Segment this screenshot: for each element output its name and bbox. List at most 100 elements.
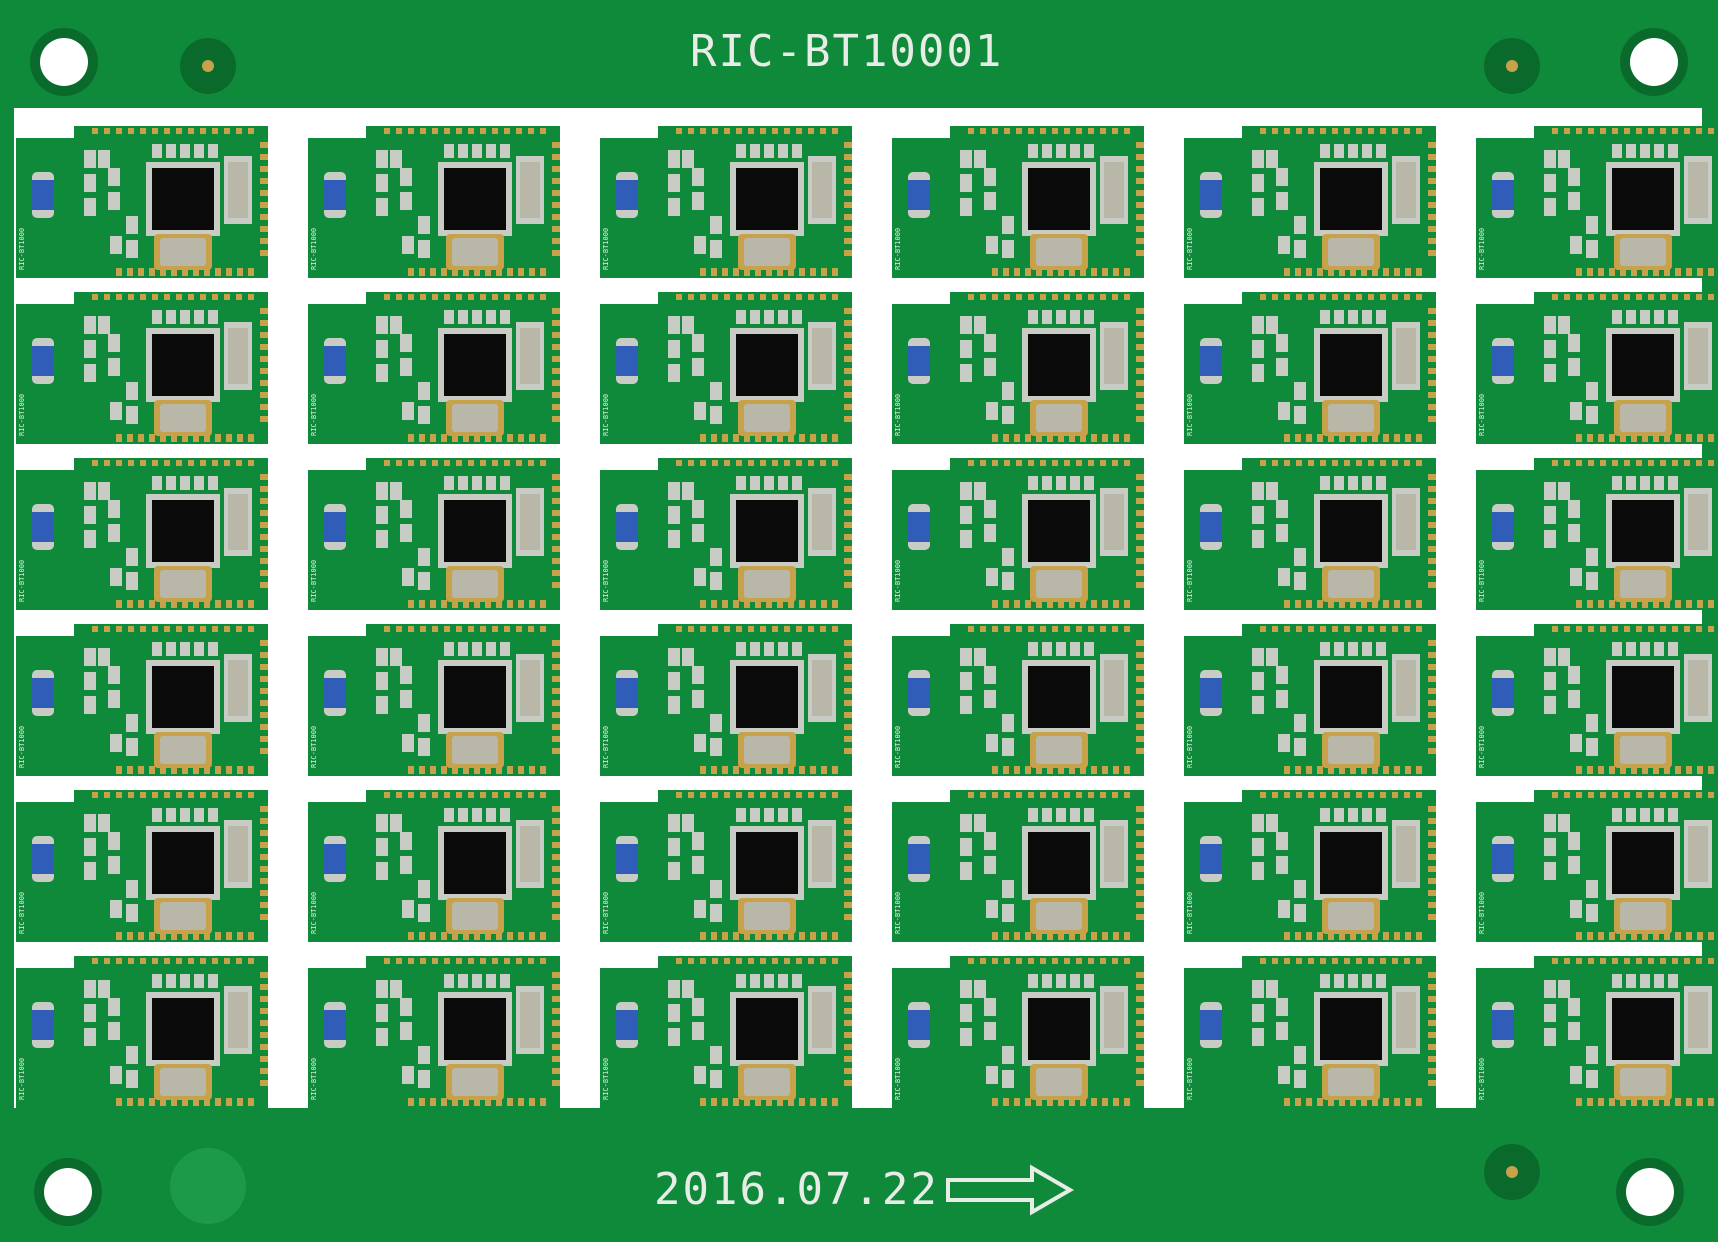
smd-passive (1544, 696, 1556, 714)
castellated-pad (1696, 792, 1702, 798)
castellated-pad (1708, 460, 1714, 466)
smd-passive (668, 672, 680, 690)
diode-body (616, 844, 638, 874)
castellated-pad (821, 932, 827, 940)
castellated-pad (688, 626, 694, 632)
castellated-pad (1058, 1098, 1064, 1106)
castellated-pad (980, 460, 986, 466)
castellated-pad (1653, 932, 1659, 940)
castellated-pad (552, 238, 560, 244)
castellated-pad (152, 294, 158, 300)
module-tab (950, 292, 1144, 308)
smd-passive (1668, 144, 1678, 158)
castellated-pad (796, 460, 802, 466)
main-chip (1320, 500, 1382, 562)
castellated-pad (1620, 434, 1626, 442)
castellated-pad (1428, 178, 1436, 184)
smd-passive (1376, 144, 1386, 158)
castellated-pad (149, 600, 155, 608)
crystal (520, 162, 540, 218)
castellated-pad (1136, 652, 1144, 658)
castellated-pad (700, 958, 706, 964)
castellated-pad (260, 142, 268, 148)
pcb-module: RIC-BT1000 (892, 956, 1144, 1108)
castellated-pad (1405, 932, 1411, 940)
castellated-pad (1672, 958, 1678, 964)
castellated-pad (1284, 626, 1290, 632)
castellated-pad (1428, 308, 1436, 314)
castellated-pad (384, 626, 390, 632)
castellated-pad (1416, 1098, 1422, 1106)
castellated-pad (844, 664, 852, 670)
castellated-pad (1708, 626, 1714, 632)
castellated-pad (1428, 1032, 1436, 1038)
castellated-pad (260, 226, 268, 232)
castellated-pad (810, 600, 816, 608)
castellated-pad (260, 724, 268, 730)
castellated-pad (552, 984, 560, 990)
castellated-pad (540, 294, 546, 300)
smd-passive (692, 192, 704, 210)
castellated-pad (260, 890, 268, 896)
fiducial-icon (1484, 1144, 1540, 1200)
castellated-pad (518, 932, 524, 940)
castellated-pad (1136, 368, 1144, 374)
castellated-pad (748, 128, 754, 134)
castellated-pad (128, 128, 134, 134)
smd-passive (98, 980, 110, 998)
castellated-pad (1708, 766, 1714, 774)
castellated-pad (799, 1098, 805, 1106)
smd-passive (1276, 856, 1288, 874)
smd-passive (1056, 808, 1066, 822)
castellated-pad (552, 380, 560, 386)
castellated-pad (496, 268, 502, 276)
castellated-pad (1113, 268, 1119, 276)
pcb-module: RIC-BT1000 (1184, 956, 1436, 1108)
smd-passive (1294, 382, 1306, 400)
castellated-pad (820, 294, 826, 300)
castellated-pad (540, 434, 546, 442)
smd-passive (1570, 236, 1582, 254)
smd-passive (1334, 476, 1344, 490)
castellated-pad (1350, 1098, 1356, 1106)
smd-passive (694, 402, 706, 420)
castellated-pad (260, 344, 268, 350)
castellated-pad (552, 664, 560, 670)
smd-passive (486, 476, 496, 490)
castellated-pad (396, 294, 402, 300)
castellated-pad (1069, 600, 1075, 608)
castellated-pad (552, 546, 560, 552)
castellated-pad (116, 600, 122, 608)
castellated-pad (408, 128, 414, 134)
castellated-pad (1124, 1098, 1130, 1106)
castellated-pad (408, 434, 414, 442)
smd-passive (692, 500, 704, 518)
castellated-pad (1405, 600, 1411, 608)
smd-passive (486, 310, 496, 324)
castellated-pad (1372, 600, 1378, 608)
castellated-pad (844, 332, 852, 338)
castellated-pad (1295, 434, 1301, 442)
castellated-pad (1136, 712, 1144, 718)
module-tab (1242, 126, 1436, 142)
smd-passive (390, 150, 402, 168)
smd-passive (1570, 734, 1582, 752)
castellated-pad (1308, 626, 1314, 632)
smd-passive (692, 666, 704, 684)
diode-body (1200, 512, 1222, 542)
castellated-pad (552, 344, 560, 350)
castellated-pad (420, 626, 426, 632)
castellated-pad (104, 792, 110, 798)
smd-passive (1544, 506, 1556, 524)
castellated-pad (260, 842, 268, 848)
castellated-pad (992, 434, 998, 442)
castellated-pad (384, 294, 390, 300)
castellated-pad (1100, 958, 1106, 964)
pcb-module: RIC-BT1000 (892, 126, 1144, 278)
diode-body (616, 346, 638, 376)
castellated-pad (552, 416, 560, 422)
smd-passive (444, 310, 454, 324)
smd-passive (960, 530, 972, 548)
smd-passive (1252, 672, 1264, 690)
diode-body (616, 678, 638, 708)
